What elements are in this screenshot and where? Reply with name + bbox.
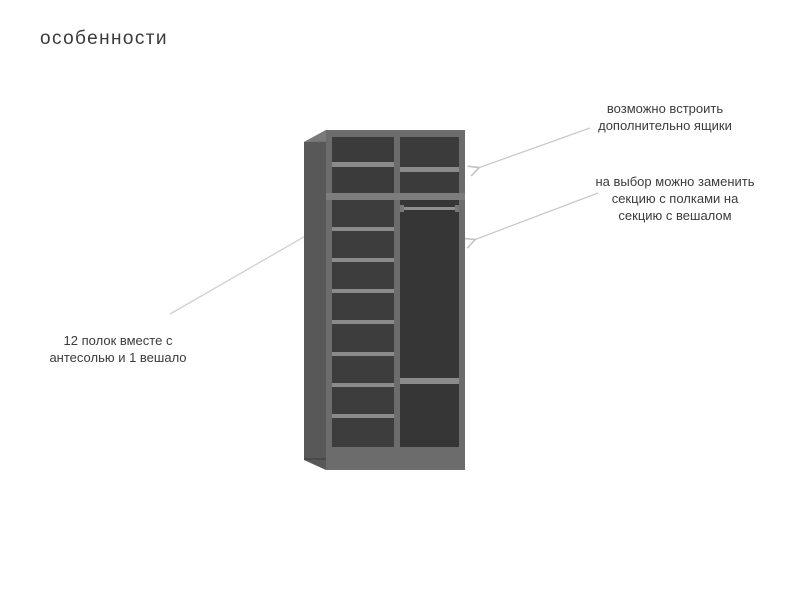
annotation-shelves: 12 полок вместе с антесолью и 1 вешало: [49, 333, 187, 365]
annotation-swap-section: на выбор можно заменить секцию с полками…: [595, 174, 755, 223]
wardrobe: [304, 130, 465, 470]
pointer-line-swap: [474, 192, 599, 240]
hanging-rod: [401, 207, 458, 210]
annotation-drawers: возможно встроить дополнительно ящики: [598, 101, 732, 133]
left-column-shelves: [332, 227, 394, 418]
page-title: особенности: [40, 28, 168, 49]
pointer-line-drawers: [478, 127, 591, 168]
